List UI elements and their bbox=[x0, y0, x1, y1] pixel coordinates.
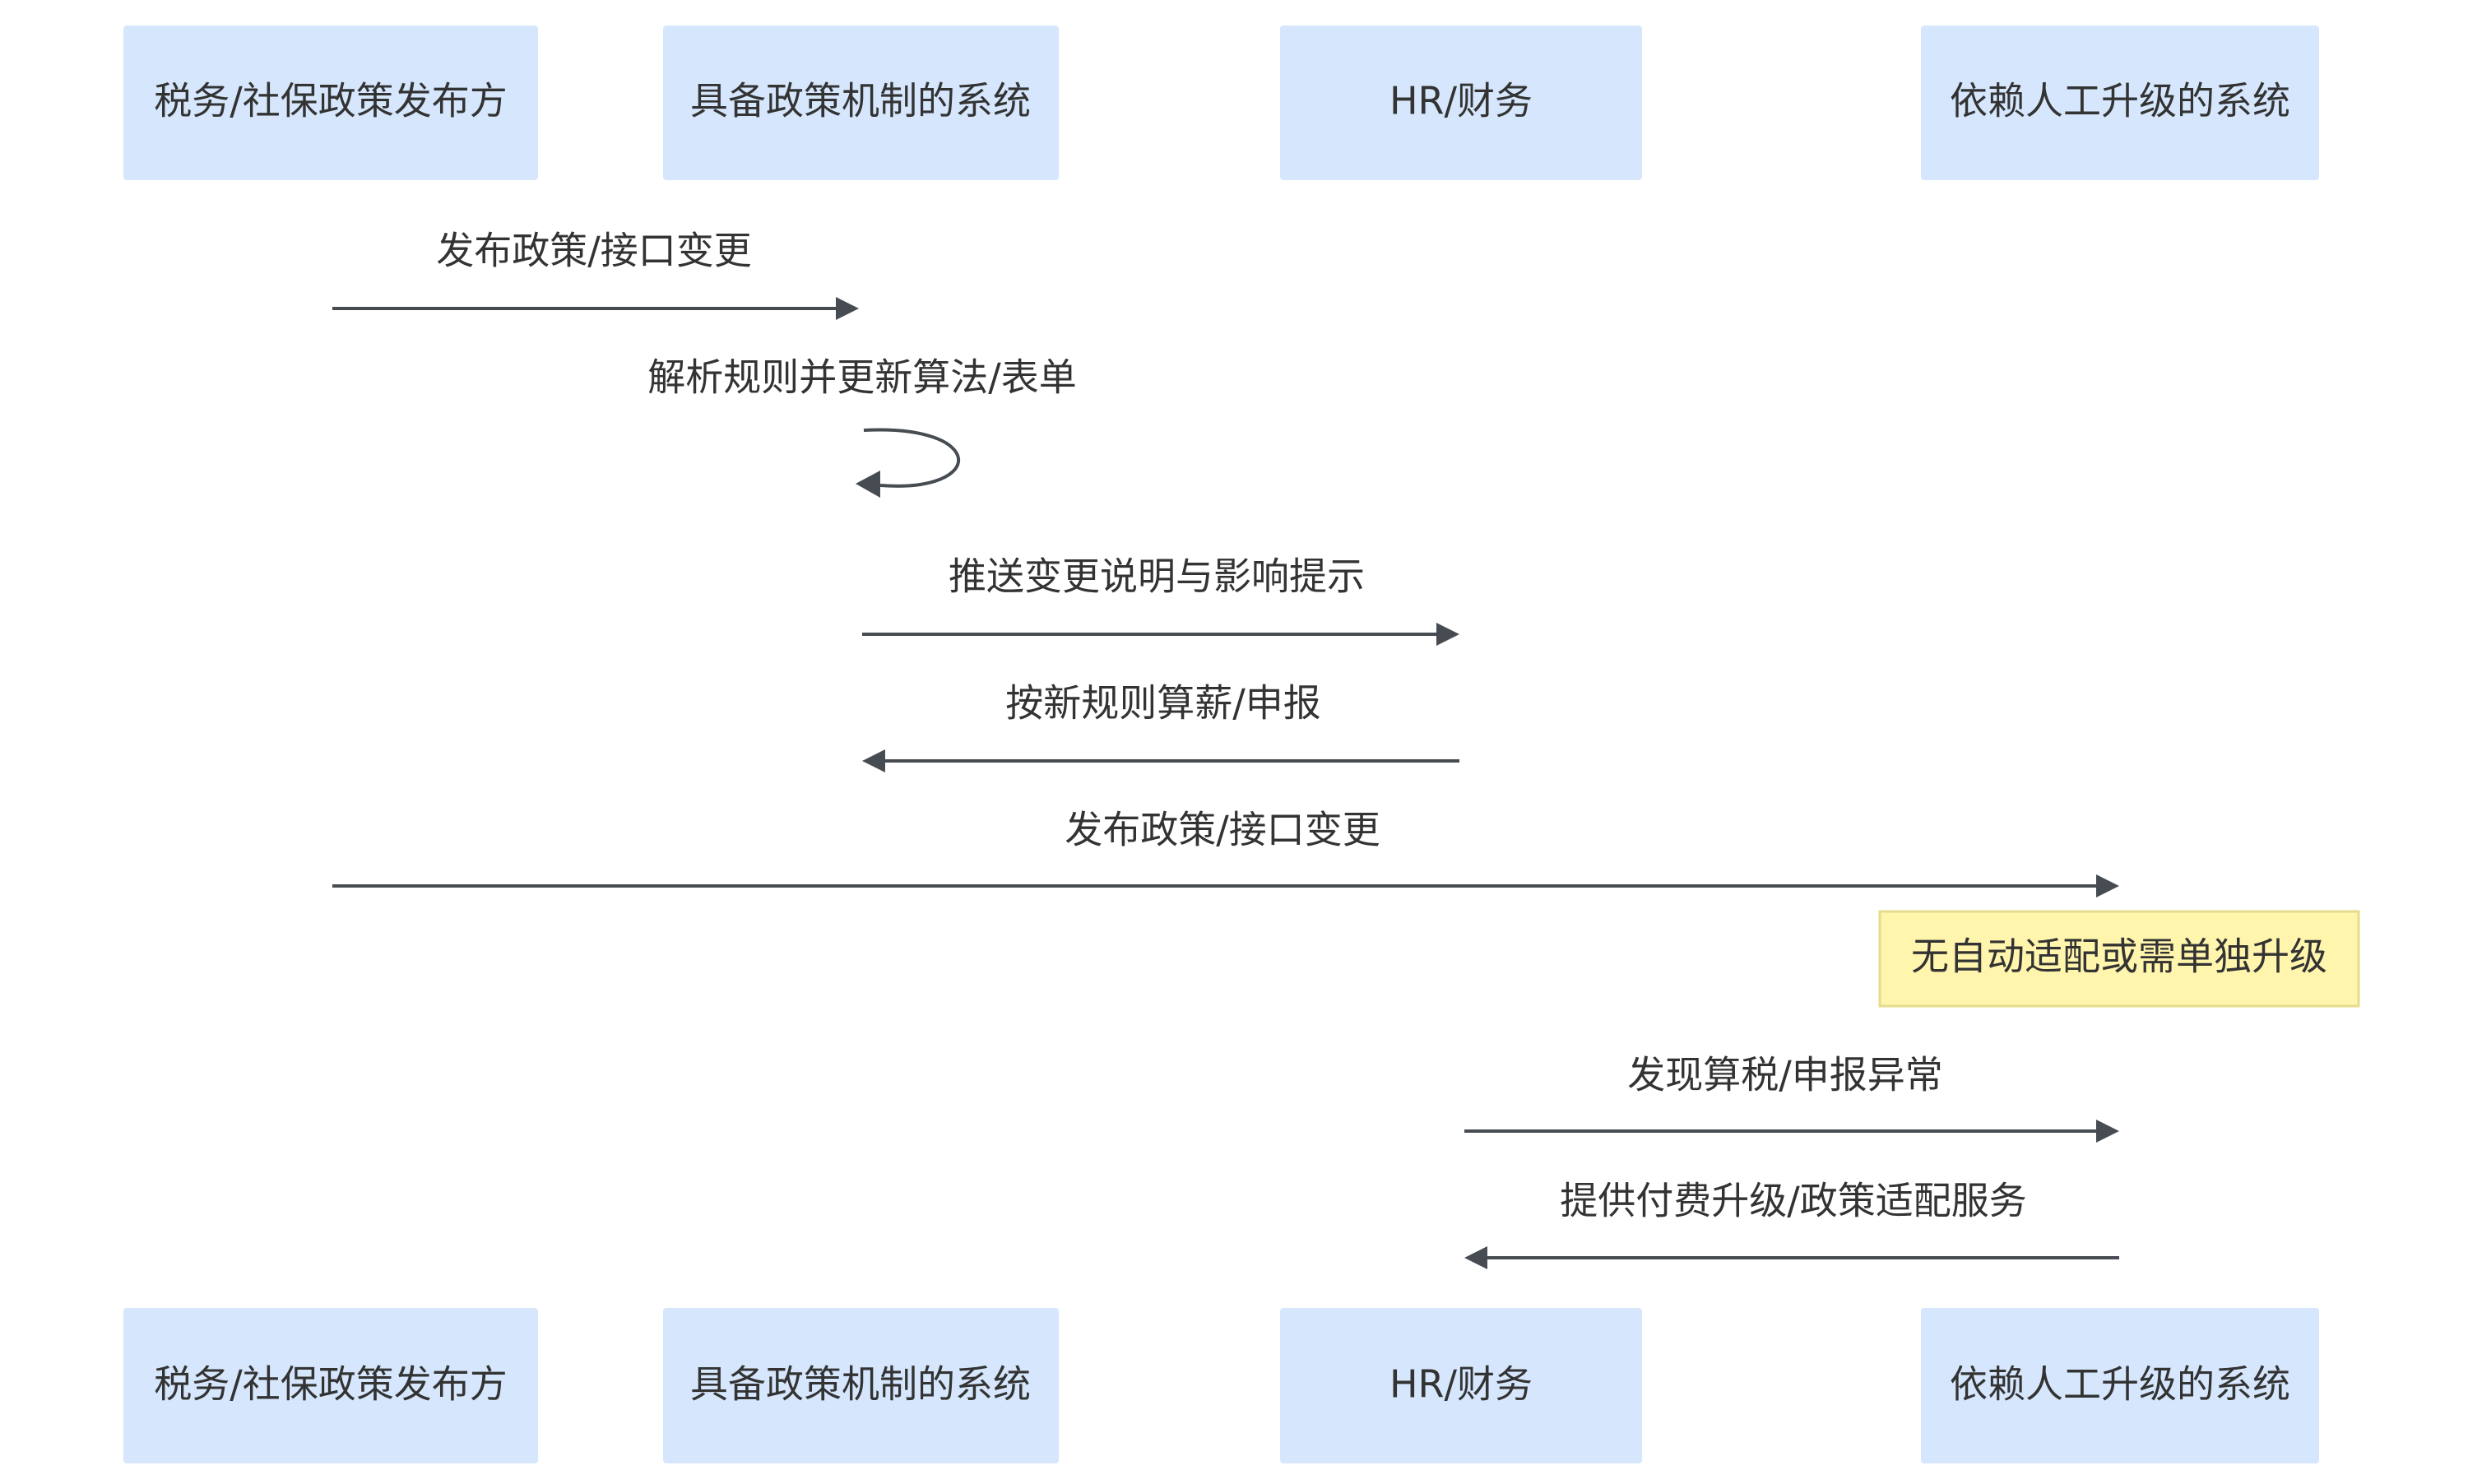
actor-policy-system-top: 具备政策机制的系统 bbox=[663, 26, 1059, 180]
message-label: 发现算税/申报异常 bbox=[1627, 1053, 1943, 1097]
actor-hr-finance-top: HR/财务 bbox=[1280, 26, 1642, 180]
arrow-head-icon bbox=[836, 297, 859, 320]
message-label: 解析规则并更新算法/表单 bbox=[647, 355, 1077, 400]
message-label: 提供付费升级/政策适配服务 bbox=[1560, 1179, 2027, 1223]
message-label: 推送变更说明与影响提示 bbox=[949, 554, 1365, 599]
actor-label: 税务/社保政策发布方 bbox=[154, 79, 508, 123]
message-label: 发布政策/接口变更 bbox=[1065, 808, 1380, 852]
actor-policy-system-bottom: 具备政策机制的系统 bbox=[663, 1308, 1059, 1463]
message-label: 按新规则算薪/申报 bbox=[1005, 681, 1321, 726]
note-no-auto-adapt: 无自动适配或需单独升级 bbox=[1878, 910, 2360, 1008]
actor-manual-system-top: 依赖人工升级的系统 bbox=[1921, 26, 2319, 180]
actor-label: 具备政策机制的系统 bbox=[690, 79, 1031, 123]
message-calc-payroll: 按新规则算薪/申报 bbox=[862, 681, 1459, 772]
actor-manual-system-bottom: 依赖人工升级的系统 bbox=[1921, 1308, 2319, 1463]
arrow-head-icon bbox=[1464, 1246, 1487, 1269]
actor-policy-publisher-top: 税务/社保政策发布方 bbox=[123, 26, 538, 180]
message-publish-policy-2: 发布政策/接口变更 bbox=[332, 808, 2119, 897]
arrow-head-icon bbox=[856, 471, 880, 498]
actor-label: HR/财务 bbox=[1389, 79, 1533, 123]
arrow-head-icon bbox=[2096, 874, 2119, 897]
actor-label: 依赖人工升级的系统 bbox=[1950, 79, 2290, 123]
actor-policy-publisher-bottom: 税务/社保政策发布方 bbox=[123, 1308, 538, 1463]
message-self-update: 解析规则并更新算法/表单 bbox=[647, 355, 1077, 498]
message-paid-upgrade: 提供付费升级/政策适配服务 bbox=[1464, 1179, 2119, 1269]
message-label: 发布政策/接口变更 bbox=[436, 229, 752, 273]
message-publish-policy: 发布政策/接口变更 bbox=[332, 229, 859, 320]
arrow-head-icon bbox=[862, 749, 885, 772]
actor-label: 依赖人工升级的系统 bbox=[1950, 1362, 2290, 1407]
actor-hr-finance-bottom: HR/财务 bbox=[1280, 1308, 1642, 1463]
self-loop-line bbox=[863, 428, 960, 488]
arrow-head-icon bbox=[1436, 623, 1459, 646]
actor-label: 税务/社保政策发布方 bbox=[154, 1362, 508, 1407]
message-find-anomaly: 发现算税/申报异常 bbox=[1464, 1053, 2119, 1143]
note-label: 无自动适配或需单独升级 bbox=[1911, 934, 2327, 979]
arrow-head-icon bbox=[2096, 1120, 2119, 1143]
message-push-change: 推送变更说明与影响提示 bbox=[862, 554, 1459, 646]
actor-label: 具备政策机制的系统 bbox=[690, 1362, 1031, 1407]
actor-label: HR/财务 bbox=[1389, 1362, 1533, 1407]
